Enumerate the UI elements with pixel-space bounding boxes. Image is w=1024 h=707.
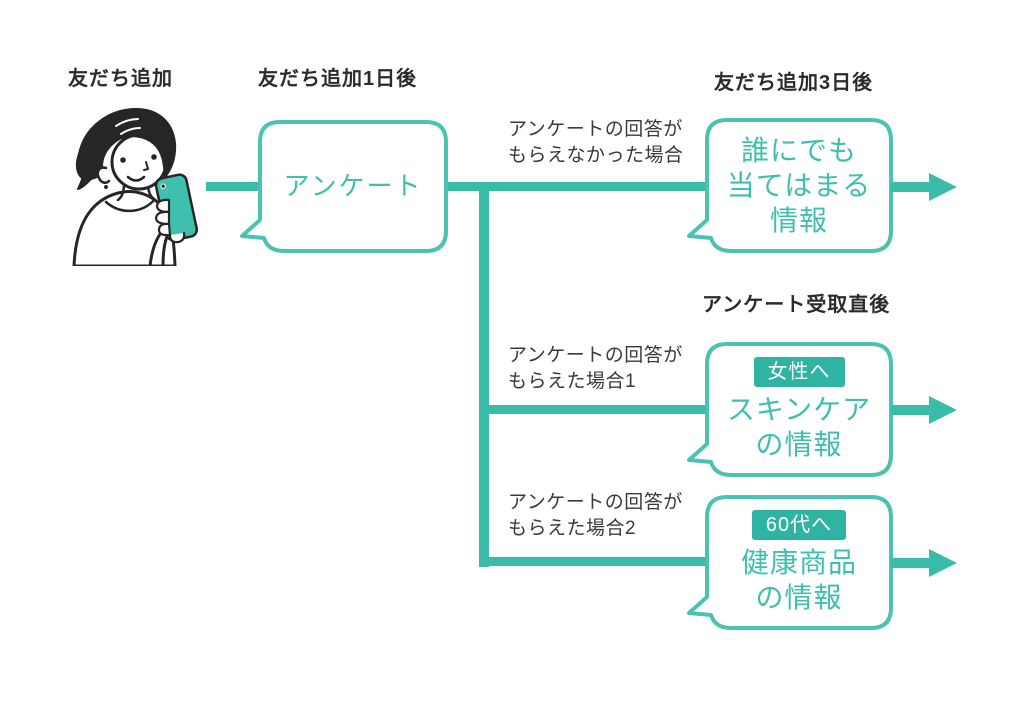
arrow-head xyxy=(929,173,957,201)
branch3-line xyxy=(485,557,707,566)
arrow-right-icon xyxy=(891,395,957,425)
arrow-right-icon xyxy=(891,548,957,578)
label-day1-after: 友だち追加1日後 xyxy=(258,68,418,90)
condition-no-answer-line1: アンケートの回答が xyxy=(508,119,683,140)
health-info-line2: の情報 xyxy=(755,582,843,613)
survey-bubble: アンケート xyxy=(240,120,448,253)
condition-answer-2-line1: アンケートの回答が xyxy=(508,492,683,513)
woman-using-smartphone-illustration xyxy=(72,108,199,266)
arrow-right-icon xyxy=(891,172,957,202)
skincare-info-line1: スキンケア xyxy=(726,394,872,425)
speech-bubble-outline xyxy=(687,118,893,253)
speech-bubble-outline xyxy=(240,120,448,253)
target-badge-women: 女性へ xyxy=(753,357,845,387)
arrow-shaft xyxy=(891,558,931,568)
arrow-head xyxy=(929,549,957,577)
trunk-line xyxy=(479,182,489,567)
label-day3-after: 友だち追加3日後 xyxy=(714,72,874,94)
arrow-head xyxy=(929,396,957,424)
health-info-line1: 健康商品 xyxy=(740,547,857,578)
condition-no-answer-line2: もらえなかった場合 xyxy=(508,145,684,166)
condition-no-answer: アンケートの回答が もらえなかった場合 xyxy=(508,117,684,169)
branch2-line xyxy=(485,405,707,414)
skincare-info-bubble: 女性へ スキンケア の情報 xyxy=(687,342,893,477)
condition-answer-1: アンケートの回答が もらえた場合1 xyxy=(508,343,683,395)
label-friend-added: 友だち追加 xyxy=(68,68,173,90)
condition-answer-2: アンケートの回答が もらえた場合2 xyxy=(508,490,683,542)
survey-bubble-text: アンケート xyxy=(283,171,423,201)
health-info-bubble: 60代へ 健康商品 の情報 xyxy=(687,495,893,630)
condition-answer-1-line2: もらえた場合1 xyxy=(508,371,637,392)
generic-info-line3: 情報 xyxy=(769,205,828,236)
generic-info-line1: 誰にでも xyxy=(740,135,857,166)
label-right-after-survey: アンケート受取直後 xyxy=(702,294,891,316)
condition-answer-2-line2: もらえた場合2 xyxy=(508,518,637,539)
arrow-shaft xyxy=(891,182,931,192)
generic-info-bubble: 誰にでも 当てはまる 情報 xyxy=(687,118,893,253)
main-line-left xyxy=(206,182,260,191)
arrow-shaft xyxy=(891,405,931,415)
skincare-info-line2: の情報 xyxy=(755,429,843,460)
condition-answer-1-line1: アンケートの回答が xyxy=(508,345,683,366)
main-line-right xyxy=(446,182,707,191)
target-badge-60s: 60代へ xyxy=(751,510,847,540)
generic-info-line2: 当てはまる xyxy=(726,170,872,201)
